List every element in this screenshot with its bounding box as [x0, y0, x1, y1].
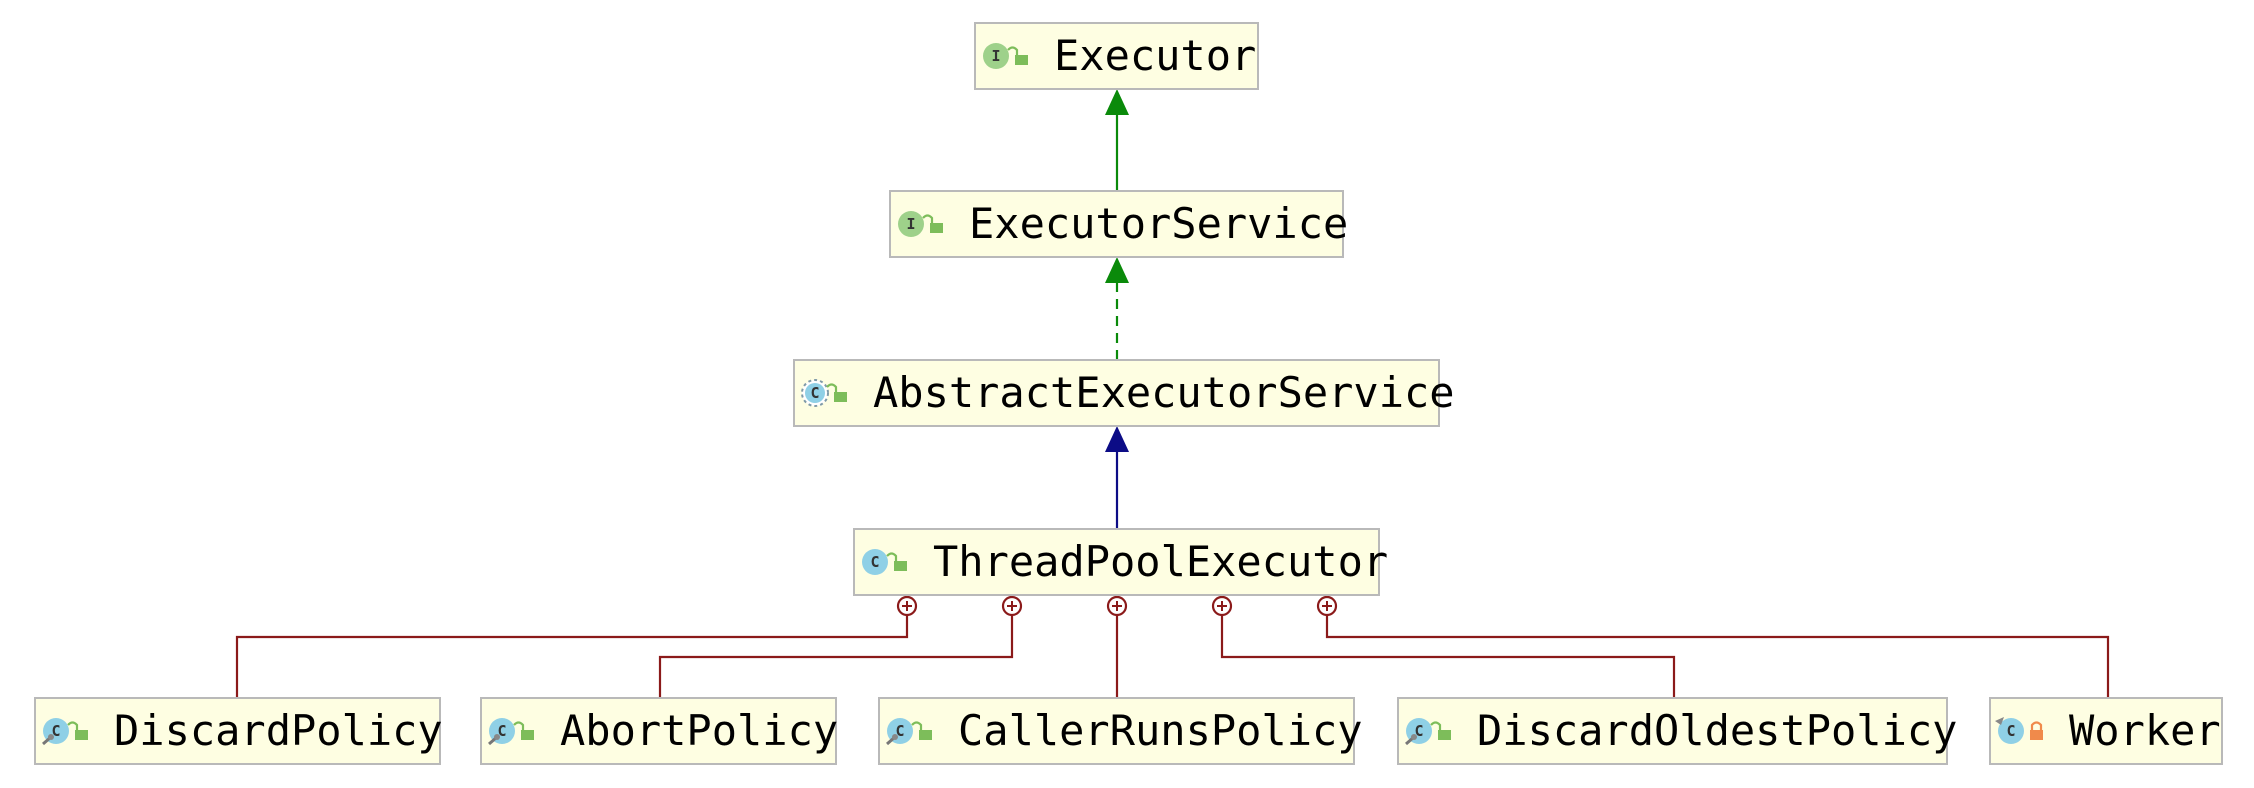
class-icon: C: [862, 549, 888, 575]
node-box: [793, 359, 1440, 427]
class-icon: C: [1995, 717, 2024, 744]
inner-class-connector: [1325, 616, 2110, 698]
class-icon: C: [42, 718, 69, 746]
badge-letter: C: [2006, 722, 2015, 740]
public-lock-icon: [1007, 46, 1028, 65]
node-label: CallerRunsPolicy: [958, 706, 1363, 755]
badge-letter: I: [991, 47, 1000, 65]
node-box: [1397, 697, 1948, 765]
badge-letter: C: [1414, 722, 1423, 740]
node-worker[interactable]: C Worker: [1989, 697, 2223, 765]
edge-abstract-executor-service-to-executor-service: [1105, 257, 1129, 360]
badge-letter: C: [810, 384, 819, 402]
node-discard-oldest-policy[interactable]: C DiscardOldestPolicy: [1397, 697, 1957, 765]
node-box: [1989, 697, 2223, 765]
node-label: AbortPolicy: [560, 706, 838, 755]
public-lock-icon: [922, 214, 943, 233]
badge-letter: C: [870, 553, 879, 571]
inner-marker-icon: [1995, 717, 2004, 725]
public-lock-icon: [886, 552, 907, 571]
badge-letter: C: [51, 722, 60, 740]
node-label: DiscardOldestPolicy: [1477, 706, 1957, 755]
inner-class-connector: [658, 616, 1014, 698]
inner-class-plus-icon: [1316, 595, 1338, 617]
inner-class-connector: [235, 616, 909, 698]
edge-abort-policy-to-thread-pool-executor: [658, 595, 1023, 698]
class-icon: C: [801, 379, 829, 407]
node-box: [34, 697, 441, 765]
badge-letter: C: [497, 722, 506, 740]
node-label: Worker: [2069, 706, 2221, 755]
public-lock-icon: [513, 721, 534, 740]
node-label: ThreadPoolExecutor: [933, 537, 1388, 586]
static-pin-icon: [42, 734, 54, 746]
class-icon: C: [886, 718, 913, 746]
public-lock-icon: [826, 383, 847, 402]
static-pin-icon: [1405, 734, 1417, 746]
node-box: [889, 190, 1344, 258]
inner-class-plus-icon: [1001, 595, 1023, 617]
node-abort-policy[interactable]: C AbortPolicy: [480, 697, 838, 765]
node-discard-policy[interactable]: C DiscardPolicy: [34, 697, 443, 765]
class-icon: C: [488, 718, 515, 746]
node-label: ExecutorService: [969, 199, 1348, 248]
node-executor[interactable]: I Executor: [974, 22, 1259, 90]
node-box: [480, 697, 837, 765]
edge-discard-oldest-policy-to-thread-pool-executor: [1211, 595, 1676, 698]
edge-thread-pool-executor-to-abstract-executor-service: [1105, 426, 1129, 529]
inner-class-plus-icon: [896, 595, 918, 617]
public-lock-icon: [1430, 721, 1451, 740]
extends-interface-arrowhead: [1105, 89, 1129, 115]
node-box: [853, 528, 1380, 596]
edge-executor-service-to-executor: [1105, 89, 1129, 191]
extends-class-arrowhead: [1105, 426, 1129, 452]
static-pin-icon: [488, 734, 500, 746]
badge-letter: I: [906, 215, 915, 233]
public-lock-icon: [911, 721, 932, 740]
node-caller-runs-policy[interactable]: C CallerRunsPolicy: [878, 697, 1363, 765]
interface-icon: I: [898, 211, 924, 237]
node-abstract-executor-service[interactable]: C AbstractExecutorService: [793, 359, 1455, 427]
inner-class-connector: [1220, 616, 1676, 698]
node-executor-service[interactable]: I ExecutorService: [889, 190, 1348, 258]
class-icon: C: [1405, 718, 1432, 746]
static-pin-icon: [886, 734, 898, 746]
node-label: AbstractExecutorService: [873, 368, 1455, 417]
node-label: Executor: [1054, 31, 1256, 80]
interface-icon: I: [983, 43, 1009, 69]
edge-caller-runs-policy-to-thread-pool-executor: [1106, 595, 1128, 698]
edge-discard-policy-to-thread-pool-executor: [235, 595, 918, 698]
edges-layer: [235, 89, 2110, 698]
badge-letter: C: [895, 722, 904, 740]
implements-arrowhead: [1105, 257, 1129, 283]
node-thread-pool-executor[interactable]: C ThreadPoolExecutor: [853, 528, 1388, 596]
node-box: [878, 697, 1355, 765]
public-lock-icon: [67, 721, 88, 740]
private-lock-icon: [2030, 721, 2043, 740]
edge-worker-to-thread-pool-executor: [1316, 595, 2110, 698]
inner-class-plus-icon: [1106, 595, 1128, 617]
node-label: DiscardPolicy: [114, 706, 443, 755]
inner-class-plus-icon: [1211, 595, 1233, 617]
